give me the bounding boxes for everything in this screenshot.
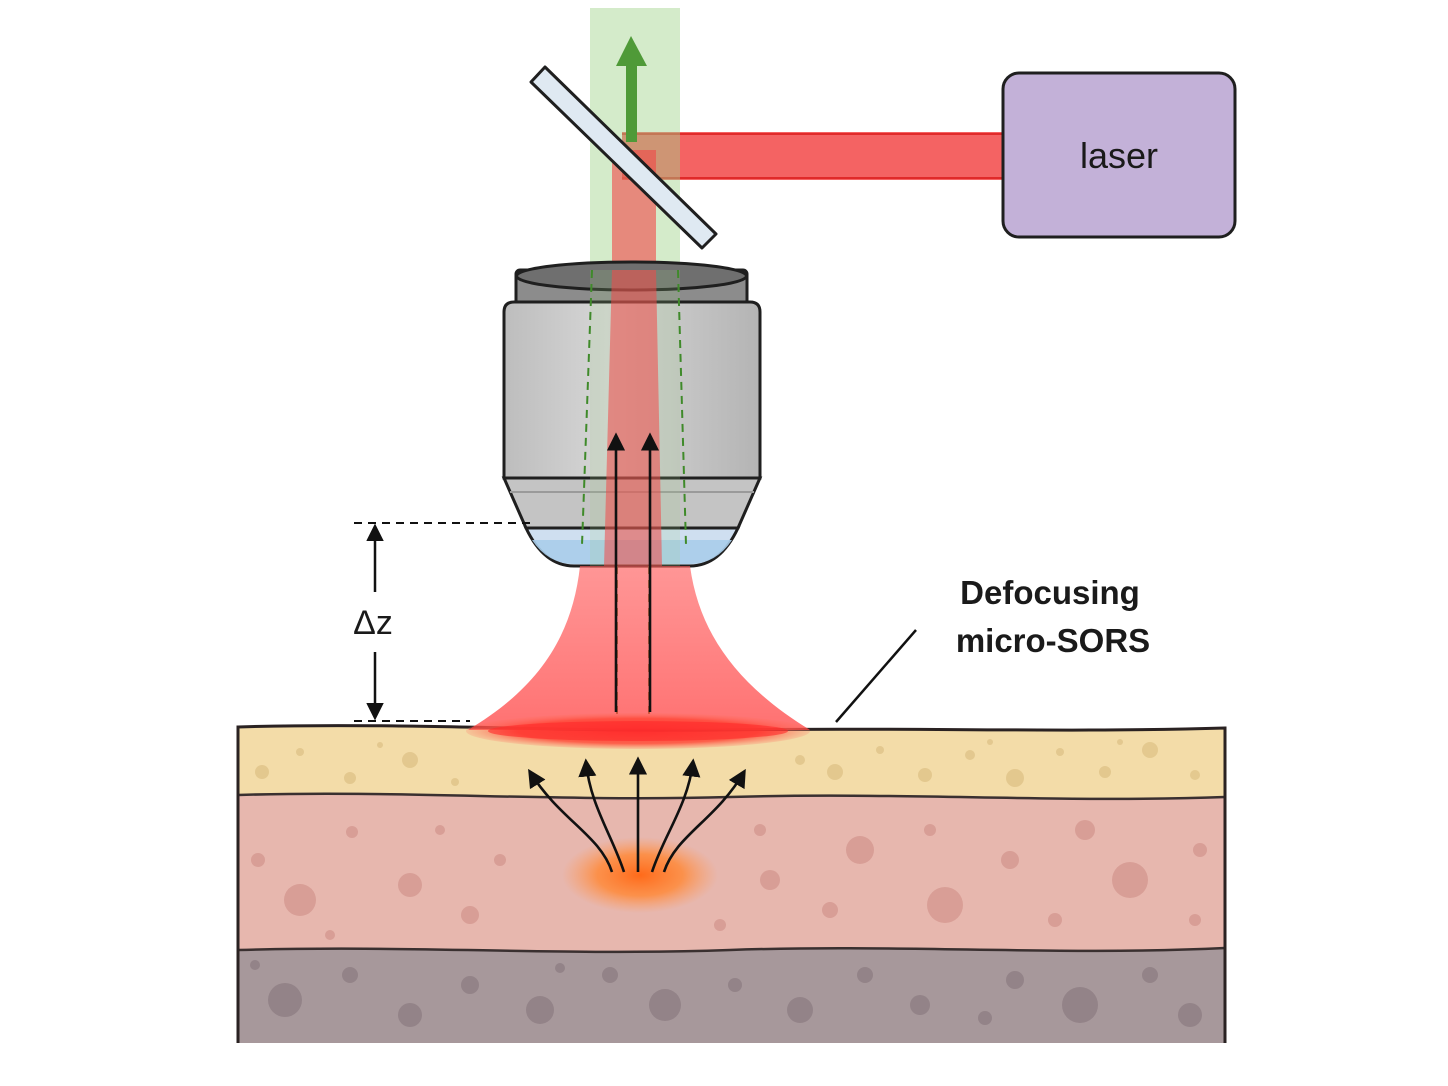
subsurface-raman-source xyxy=(562,837,718,913)
sample-layer-top xyxy=(238,725,1225,799)
delta-z-label: Δz xyxy=(353,604,393,642)
subsurface-scatter-arrows xyxy=(528,756,746,873)
dichroic-mirror xyxy=(529,65,718,250)
annotation-line-2: micro-SORS xyxy=(956,622,1150,659)
raman-output-arrow xyxy=(616,36,647,142)
texture-middle xyxy=(251,820,1207,940)
sample-layer-middle xyxy=(238,793,1225,952)
annotation-line-1: Defocusing xyxy=(960,574,1140,611)
defocused-laser-cone xyxy=(468,566,810,730)
layered-sample xyxy=(236,724,1227,1043)
laser-box: laser xyxy=(1001,71,1237,239)
delta-z-dimension: Δz xyxy=(353,522,535,722)
laser-beam-horizontal xyxy=(622,132,1004,180)
texture-top xyxy=(255,739,1200,787)
laser-label: laser xyxy=(1080,135,1158,176)
defocusing-annotation: Defocusing micro-SORS xyxy=(835,574,1150,723)
texture-bottom xyxy=(250,960,1202,1027)
collected-raman-arrows xyxy=(606,432,660,712)
